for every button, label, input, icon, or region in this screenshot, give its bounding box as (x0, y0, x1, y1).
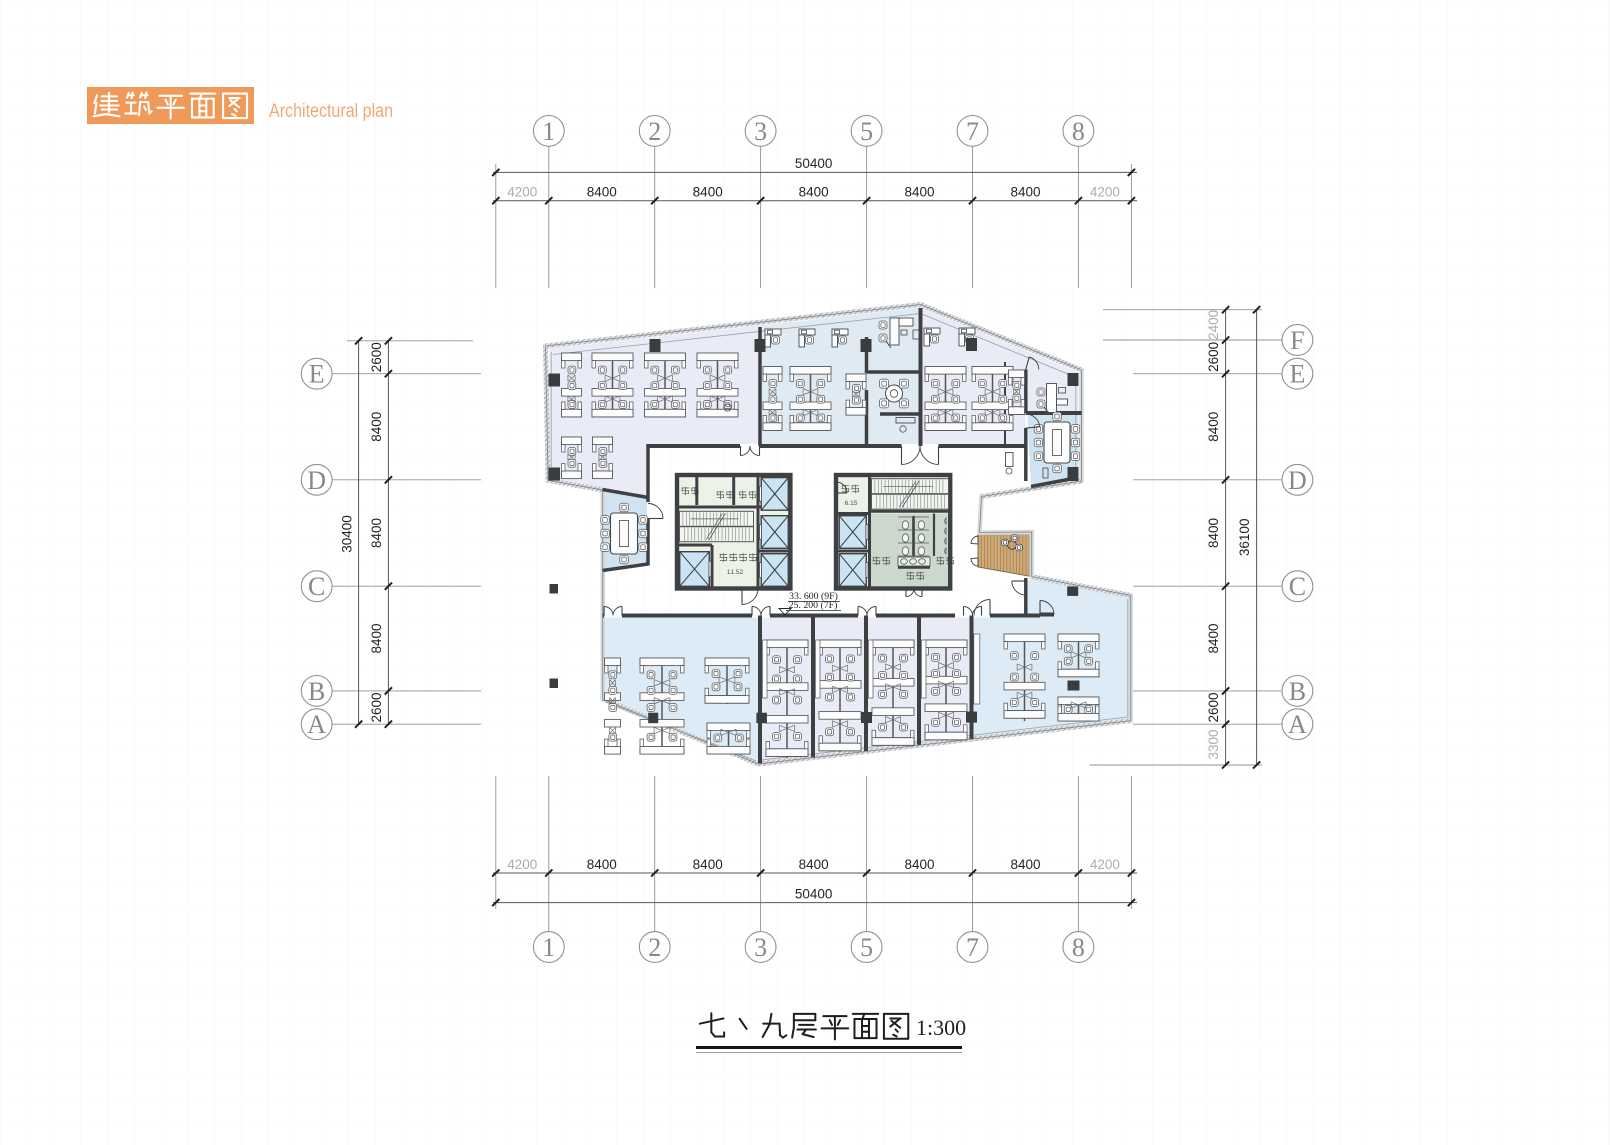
svg-text:50400: 50400 (795, 156, 833, 171)
svg-text:50400: 50400 (795, 886, 833, 901)
svg-text:4200: 4200 (507, 857, 537, 872)
svg-text:3300: 3300 (1206, 729, 1221, 759)
svg-text:8400: 8400 (369, 518, 384, 548)
svg-text:A: A (1288, 710, 1307, 739)
svg-text:2600: 2600 (1206, 692, 1221, 722)
svg-text:8: 8 (1072, 117, 1085, 146)
svg-text:8400: 8400 (587, 185, 617, 200)
svg-text:E: E (1289, 360, 1305, 389)
svg-text:4200: 4200 (1090, 857, 1120, 872)
svg-text:8400: 8400 (904, 185, 934, 200)
svg-text:33. 600 (9F): 33. 600 (9F) (789, 591, 838, 602)
svg-text:8400: 8400 (1010, 185, 1040, 200)
svg-text:C: C (1289, 572, 1306, 601)
svg-text:C: C (308, 572, 325, 601)
svg-text:8400: 8400 (1206, 412, 1221, 442)
svg-text:7: 7 (966, 933, 979, 962)
svg-text:B: B (1289, 677, 1306, 706)
svg-text:2: 2 (648, 933, 661, 962)
svg-text:8: 8 (1072, 933, 1085, 962)
svg-text:30400: 30400 (340, 515, 355, 553)
svg-text:2400: 2400 (1206, 310, 1221, 340)
svg-text:5: 5 (860, 117, 873, 146)
svg-text:A: A (307, 710, 326, 739)
svg-text:8400: 8400 (1010, 857, 1040, 872)
svg-text:1:300: 1:300 (916, 1015, 966, 1040)
svg-text:8400: 8400 (369, 412, 384, 442)
svg-text:E: E (309, 360, 325, 389)
svg-text:8400: 8400 (904, 857, 934, 872)
svg-text:11.52: 11.52 (727, 569, 744, 576)
svg-text:B: B (308, 677, 325, 706)
svg-text:8400: 8400 (1206, 518, 1221, 548)
svg-text:4200: 4200 (1090, 185, 1120, 200)
svg-text:4200: 4200 (507, 185, 537, 200)
svg-text:25. 200 (7F): 25. 200 (7F) (789, 600, 838, 611)
svg-text:1: 1 (542, 933, 555, 962)
svg-text:3: 3 (754, 933, 767, 962)
svg-text:8400: 8400 (693, 857, 723, 872)
svg-text:Architectural plan: Architectural plan (269, 101, 393, 122)
svg-text:2600: 2600 (369, 342, 384, 372)
svg-text:36100: 36100 (1237, 519, 1252, 557)
svg-text:8400: 8400 (587, 857, 617, 872)
svg-text:6.15: 6.15 (845, 500, 858, 507)
svg-text:D: D (1288, 466, 1307, 495)
svg-text:2600: 2600 (369, 692, 384, 722)
svg-text:7: 7 (966, 117, 979, 146)
svg-text:8400: 8400 (693, 185, 723, 200)
svg-text:1: 1 (542, 117, 555, 146)
svg-text:8400: 8400 (1206, 623, 1221, 653)
svg-text:8400: 8400 (799, 185, 829, 200)
svg-text:3: 3 (754, 117, 767, 146)
svg-text:F: F (1290, 326, 1304, 355)
svg-text:5: 5 (860, 933, 873, 962)
svg-text:8400: 8400 (369, 623, 384, 653)
svg-text:D: D (307, 466, 326, 495)
svg-text:2: 2 (648, 117, 661, 146)
svg-text:8400: 8400 (799, 857, 829, 872)
svg-text:2600: 2600 (1206, 342, 1221, 372)
